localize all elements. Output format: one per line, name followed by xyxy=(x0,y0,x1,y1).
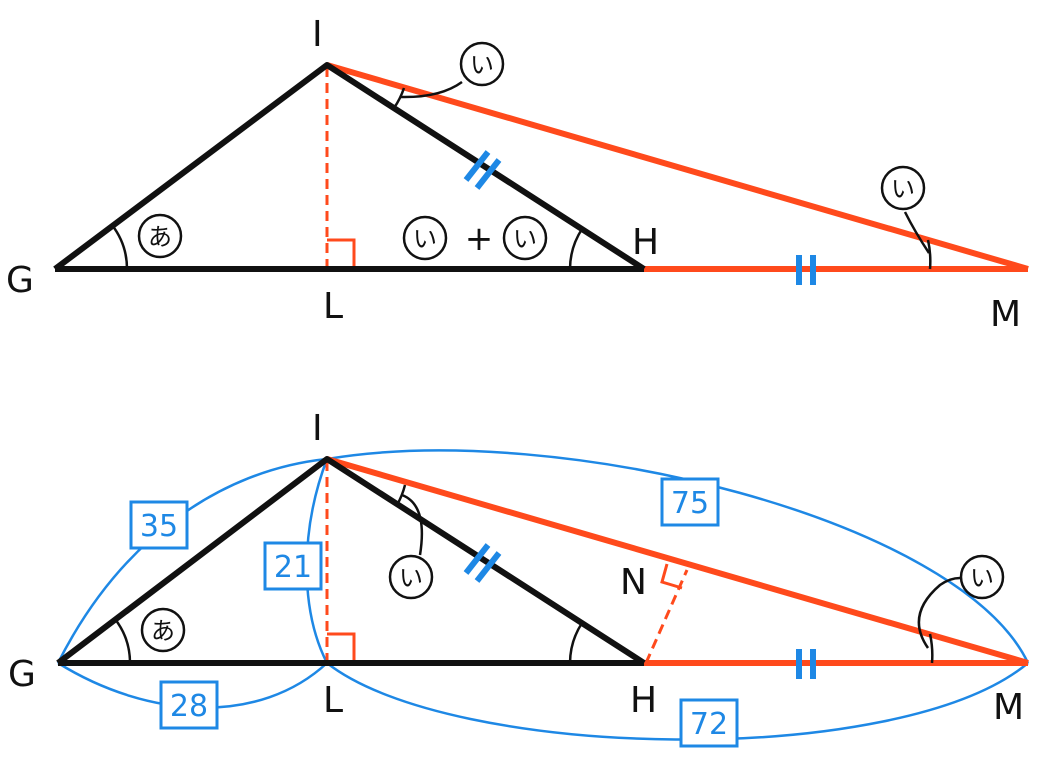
top-angle-mark-H-right: い xyxy=(502,215,548,261)
top-angle-arc-I xyxy=(392,87,406,109)
bottom-tick-HM xyxy=(796,649,816,679)
top-figure: I G L H M あ い い い + い xyxy=(6,14,1029,335)
bottom-label-M: M xyxy=(993,687,1024,728)
bottom-angle-mark-G: あ xyxy=(140,607,186,653)
bottom-angle-mark-I: い xyxy=(388,554,434,600)
svg-text:21: 21 xyxy=(274,550,312,585)
bottom-perpendicular-HN xyxy=(644,569,689,664)
length-box-GI: 35 xyxy=(129,500,189,550)
bottom-angle-arc-I xyxy=(395,484,407,506)
svg-text:35: 35 xyxy=(140,509,178,544)
bottom-arc-IM xyxy=(326,449,1030,664)
svg-text:75: 75 xyxy=(671,486,709,521)
top-label-G: G xyxy=(6,260,34,301)
svg-text:い: い xyxy=(470,51,494,79)
bottom-label-N: N xyxy=(620,562,647,603)
top-angle-arc-G xyxy=(111,224,129,270)
length-box-IM: 75 xyxy=(660,477,720,527)
bottom-arc-LM xyxy=(326,662,1029,741)
top-angle-mark-G: あ xyxy=(137,213,183,259)
top-leader-I xyxy=(399,80,463,99)
bottom-angle-arc-G xyxy=(114,618,132,664)
bottom-leader-M xyxy=(917,576,961,649)
bottom-angle-mark-M: い xyxy=(959,554,1005,600)
svg-text:72: 72 xyxy=(690,707,728,742)
bottom-figure: I G L H M N あ い い 35 21 28 xyxy=(8,408,1030,748)
bottom-triangle-GIH xyxy=(56,456,646,666)
top-right-angle-mark xyxy=(327,238,356,269)
top-angle-arc-M xyxy=(926,239,932,270)
top-label-L: L xyxy=(323,286,343,327)
top-segment-IM xyxy=(326,62,1029,272)
top-label-H: H xyxy=(632,222,659,263)
length-box-GL: 28 xyxy=(159,680,219,730)
top-angle-arc-H xyxy=(568,228,584,270)
top-label-I: I xyxy=(312,14,323,55)
svg-text:い: い xyxy=(970,564,994,592)
length-box-IL: 21 xyxy=(263,541,323,591)
top-angle-plus: + xyxy=(465,219,494,259)
svg-text:い: い xyxy=(513,225,537,253)
top-label-M: M xyxy=(990,294,1021,335)
bottom-label-H: H xyxy=(630,680,657,721)
bottom-angle-arc-H xyxy=(568,622,584,664)
bottom-label-L: L xyxy=(323,680,343,721)
top-tick-HM xyxy=(796,255,816,285)
top-angle-mark-I: い xyxy=(459,41,505,87)
top-angle-mark-M: い xyxy=(880,165,926,211)
svg-text:28: 28 xyxy=(170,689,208,724)
svg-text:あ: あ xyxy=(151,617,175,645)
bottom-tick-IH xyxy=(463,543,502,583)
top-leader-M xyxy=(903,211,931,254)
svg-text:い: い xyxy=(399,564,423,592)
bottom-angle-arc-M xyxy=(928,633,934,664)
bottom-right-angle-mark-N xyxy=(660,563,683,590)
bottom-label-I: I xyxy=(312,408,323,449)
svg-text:い: い xyxy=(891,175,915,203)
top-triangle-GIH xyxy=(53,62,646,272)
top-angle-mark-H-left: い xyxy=(402,215,448,261)
svg-text:あ: あ xyxy=(148,223,172,251)
length-box-LM: 72 xyxy=(679,698,739,748)
top-tick-IH xyxy=(463,150,502,190)
bottom-label-G: G xyxy=(8,654,36,695)
svg-text:い: い xyxy=(413,225,437,253)
bottom-right-angle-mark-L xyxy=(327,632,356,663)
bottom-leader-I xyxy=(401,493,424,556)
bottom-segment-IM xyxy=(326,456,1029,666)
